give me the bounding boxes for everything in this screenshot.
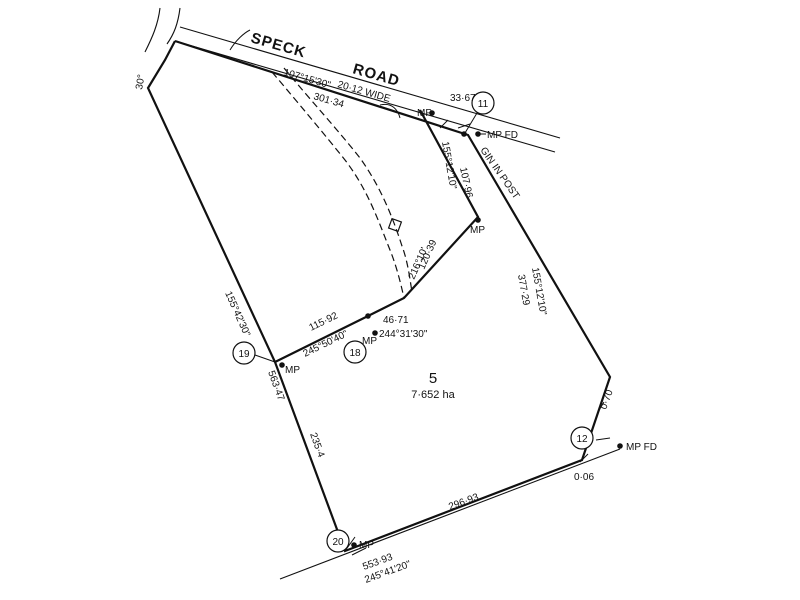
road-name-speck: SPECK <box>249 30 308 62</box>
shed-icon <box>387 217 403 233</box>
distance-road-corner: 33·67 <box>450 93 476 104</box>
lot-number: 5 <box>429 370 437 387</box>
mp-fd-label-bottom: MP FD <box>626 442 657 453</box>
mp-mark <box>351 542 357 548</box>
gin-in-post-label: GIN IN POST <box>478 145 522 201</box>
svg-text:12: 12 <box>576 434 588 445</box>
station-11: 11 <box>471 91 495 115</box>
mp-label: MP <box>470 225 485 236</box>
mp-label: MP <box>285 365 300 376</box>
bearing-east-boundary: 155°12'10" <box>529 267 548 317</box>
svg-text:11: 11 <box>478 99 489 110</box>
mp-mark <box>279 362 285 368</box>
mp-mark <box>429 110 435 116</box>
bearing-inner-mid: 244°31'30" <box>379 329 428 340</box>
mp-mark <box>617 443 623 449</box>
road-edge-north <box>179 26 561 139</box>
partial-angle-top-left: 30° <box>134 74 147 91</box>
road-edge-south <box>174 40 556 153</box>
road-curve-left-inner <box>166 7 181 45</box>
mp-mark <box>475 217 481 223</box>
road-edge-south-bottom <box>279 448 621 580</box>
distance-east-boundary: 377·29 <box>515 274 531 307</box>
station-12: 12 <box>570 426 594 450</box>
lot-area: 7·652 ha <box>411 389 455 401</box>
svg-text:20: 20 <box>332 537 344 548</box>
svg-text:18: 18 <box>349 348 361 359</box>
bearing-west-boundary: 155°42'30" <box>222 290 252 339</box>
dashed-track-a <box>271 71 405 299</box>
corner-ticks <box>351 119 605 556</box>
distance-inner-west: 115·92 <box>307 310 340 333</box>
bearing-inner-west: 245°50'40" <box>301 328 350 359</box>
mp-label: MP <box>359 540 374 551</box>
mp-mark <box>372 330 378 336</box>
mp-mark <box>365 313 371 319</box>
mp-fd-label-top: MP FD <box>487 130 518 141</box>
leader-lines <box>229 29 611 552</box>
distance-inner-mid: 46·71 <box>383 315 409 326</box>
station-18: 18 <box>343 340 367 364</box>
distance-south-boundary: 296·93 <box>447 492 480 513</box>
bearing-offset-right-road: 155°12'10" <box>439 141 458 191</box>
mp-label: MP <box>417 108 432 119</box>
offset-b: 0·06 <box>574 472 594 483</box>
bearing-road-frontage: 107°15'30" <box>282 67 332 91</box>
station-20: 20 <box>326 529 350 553</box>
dashed-track-b <box>283 67 413 293</box>
mp-label: MP <box>362 336 377 347</box>
station-19: 19 <box>232 341 256 365</box>
road-curve-left <box>144 7 161 53</box>
offset-a: 0·70 <box>598 388 615 411</box>
svg-text:19: 19 <box>238 349 250 360</box>
